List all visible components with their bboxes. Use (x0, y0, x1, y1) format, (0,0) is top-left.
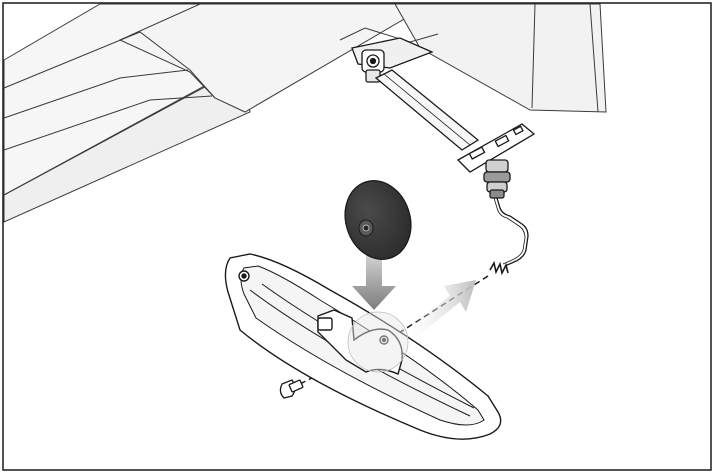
arrow-down-icon (352, 250, 396, 310)
arrow-right-icon (400, 280, 476, 342)
wheel-disc (344, 180, 412, 260)
deck-underside (3, 3, 607, 223)
pivot-pin (279, 379, 304, 399)
height-adjust-link (351, 37, 536, 199)
skid-plate (224, 253, 502, 440)
tension-spring (489, 197, 529, 276)
